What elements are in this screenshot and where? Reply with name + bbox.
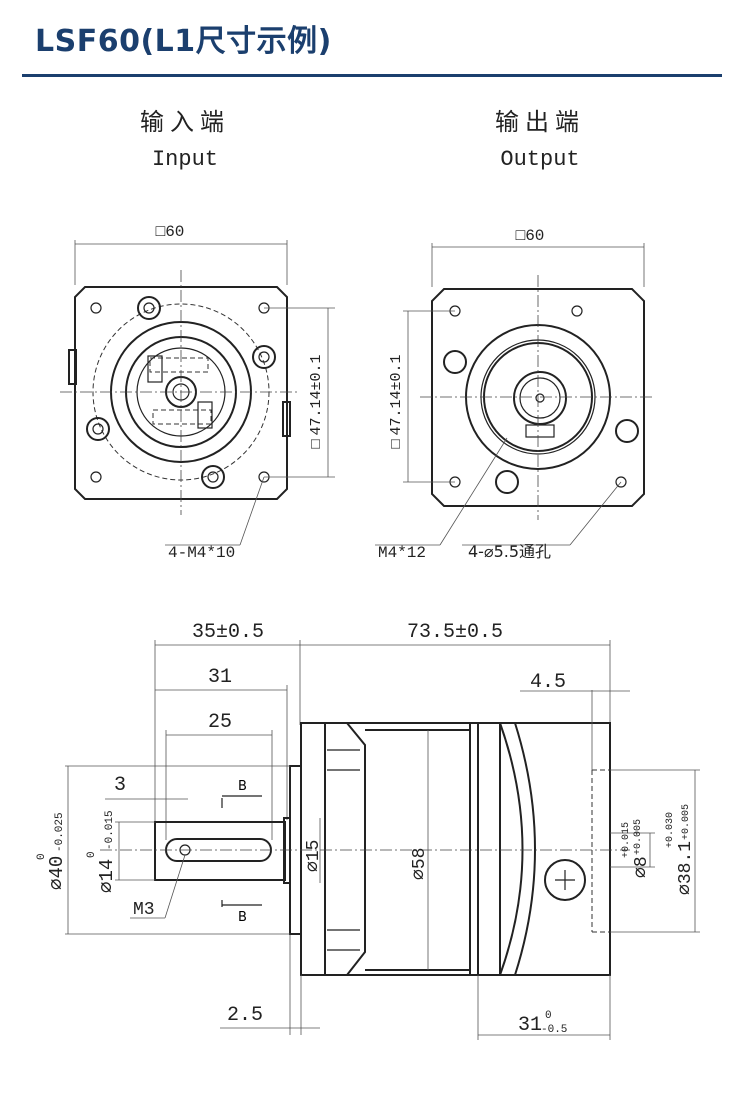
input-shaft (154, 821, 286, 881)
output-flange-outline (431, 288, 645, 507)
output-bolt-holes (443, 305, 639, 494)
svg-text:+0.015: +0.015 (621, 822, 632, 858)
svg-text:0: 0 (36, 853, 48, 860)
side-view: 35±0.5 73.5±0.5 31 25 3 B B ⌀40 0 -0.025 (36, 621, 700, 1040)
svg-text:□: □ (388, 439, 405, 448)
dim-73-5: 73.5±0.5 (407, 621, 503, 644)
input-label-en: Input (152, 147, 218, 172)
dim-2-5: 2.5 (227, 1004, 263, 1027)
svg-text:+0.030: +0.030 (665, 812, 676, 848)
dim-d14: ⌀14 (96, 859, 118, 893)
output-pcd-dim: 47.14±0.1 (388, 354, 405, 435)
svg-text:□: □ (308, 439, 325, 448)
section-b-top: B (238, 779, 247, 794)
svg-text:-0.025: -0.025 (54, 812, 66, 852)
output-square-dim: □60 (516, 227, 545, 245)
dim-d38: ⌀38.1 (676, 841, 696, 895)
input-square-dim: □60 (156, 223, 185, 241)
output-hole-note: 4-⌀5.5通孔 (468, 542, 551, 561)
dim-m3: M3 (133, 900, 155, 920)
input-hole-note: 4-M4*10 (168, 544, 235, 562)
input-bolt-holes (86, 296, 276, 489)
svg-text:+0.005: +0.005 (681, 804, 692, 840)
svg-text:-0.015: -0.015 (104, 810, 116, 850)
svg-text:0: 0 (86, 851, 98, 858)
output-label-cn: 输出端 (495, 108, 585, 136)
dim-25: 25 (208, 711, 232, 734)
dim-3: 3 (114, 774, 126, 797)
input-label-cn: 输入端 (140, 108, 230, 136)
page-title: LSF60(L1尺寸示例) (35, 24, 332, 59)
input-view: 输入端 Input □60 47.14±0.1 □ 4-M4*10 (60, 108, 335, 562)
svg-text:-0.5: -0.5 (541, 1024, 567, 1036)
dim-4-5: 4.5 (530, 671, 566, 694)
output-tap-note: M4*12 (378, 544, 426, 562)
dim-d40: ⌀40 (46, 856, 68, 890)
svg-text:+0.005: +0.005 (633, 819, 644, 855)
svg-text:0: 0 (545, 1010, 552, 1022)
dim-31-out: 31 (518, 1014, 542, 1037)
gearbox-body (300, 722, 611, 976)
output-view: 输出端 Output □60 47.14±0.1 □ M4*12 4-⌀5.5通… (375, 108, 655, 562)
dim-35: 35±0.5 (192, 621, 264, 644)
input-pcd-dim: 47.14±0.1 (308, 354, 325, 435)
dim-d8: ⌀8 (632, 856, 652, 878)
section-b-bottom: B (238, 910, 247, 925)
dim-d15: ⌀15 (304, 840, 324, 872)
dim-d58: ⌀58 (410, 848, 430, 880)
output-label-en: Output (500, 147, 579, 172)
dim-31: 31 (208, 666, 232, 689)
title-divider (22, 74, 722, 77)
